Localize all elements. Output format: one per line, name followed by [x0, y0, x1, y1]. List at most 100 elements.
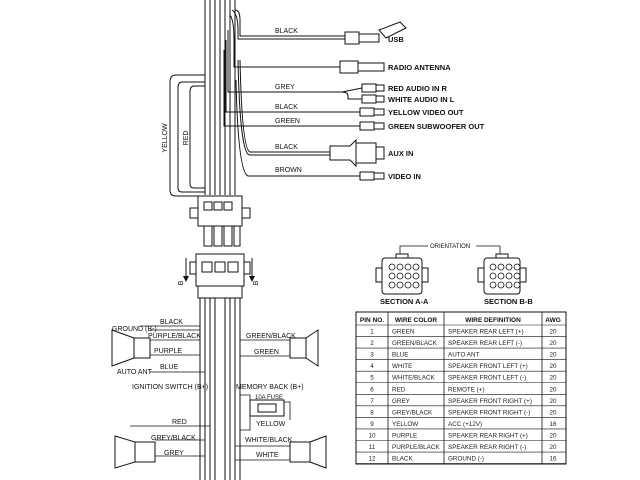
- pin-table-cell-wire-definition: SPEAKER FRONT LEFT (-): [448, 375, 526, 382]
- pin-table-cell-wire-definition: SPEAKER REAR RIGHT (-): [448, 444, 526, 451]
- pin-table-cell-wire-color: GREEN/BLACK: [392, 340, 438, 347]
- pin-table-cell-pin-number: 6: [370, 386, 374, 393]
- device-label-audio-r: RED AUDIO IN R: [388, 84, 447, 93]
- pin-table-cell-wire-definition: AUTO ANT: [448, 352, 480, 359]
- harness-connector-bottom: [189, 253, 251, 299]
- section-b-label: SECTION B-B: [484, 297, 533, 306]
- section-b-pin: [513, 281, 521, 289]
- device-label-audio-l: WHITE AUDIO IN L: [388, 95, 455, 104]
- auto-ant-label: AUTO ANT: [117, 369, 153, 376]
- speaker-rear-left: [114, 435, 156, 469]
- pin-table-cell-awg: 20: [549, 444, 557, 451]
- section-a-pin: [396, 272, 404, 280]
- section-b-arrow-right: [249, 258, 255, 282]
- section-a-pin: [388, 263, 396, 271]
- wire-label-video-in: BROWN: [275, 167, 302, 174]
- section-b-pin: [505, 272, 513, 280]
- wire-label-purple-black: PURPLE/BLACK: [148, 333, 201, 340]
- pin-table: PIN NO. WIRE COLOR WIRE DEFINITION AWG 1…: [355, 311, 567, 465]
- pin-table-cell-wire-color: WHITE/BLACK: [392, 375, 435, 382]
- rca-plug-white: [361, 94, 385, 104]
- pin-table-cell-pin-number: 3: [370, 352, 374, 359]
- pin-table-cell-awg: 20: [549, 409, 557, 416]
- device-label-aux: AUX IN: [388, 149, 413, 158]
- section-b-label-right: B: [253, 280, 260, 285]
- wire-label-aux: BLACK: [275, 144, 298, 151]
- pin-table-cell-pin-number: 4: [370, 363, 374, 370]
- ground-label: GROUND (B-): [112, 326, 157, 333]
- harness-label-yellow: YELLOW: [162, 123, 169, 153]
- branch-wires: [223, 9, 363, 177]
- wire-label-usb: BLACK: [275, 28, 298, 35]
- wire-label-video-out: BLACK: [275, 104, 298, 111]
- device-label-usb: USB: [388, 35, 404, 44]
- pin-table-header-pin: PIN NO.: [360, 317, 384, 324]
- section-a-pin: [388, 281, 396, 289]
- pin-table-header-definition: WIRE DEFINITION: [465, 317, 521, 324]
- pin-table-cell-wire-color: BLACK: [392, 456, 413, 463]
- pin-table-cell-pin-number: 11: [369, 444, 376, 451]
- speaker-front-right: [289, 329, 319, 367]
- section-b-pin: [505, 263, 513, 271]
- section-b-pin: [497, 263, 505, 271]
- device-label-video-out: YELLOW VIDEO OUT: [388, 108, 464, 117]
- wire-bundle: [169, 0, 236, 197]
- section-a-pin: [404, 272, 412, 280]
- section-b-pin: [497, 272, 505, 280]
- section-b-arrow-left: [183, 258, 189, 282]
- device-label-subwoofer: GREEN SUBWOOFER OUT: [388, 122, 485, 131]
- pin-table-header-color: WIRE COLOR: [395, 317, 438, 324]
- wire-label-grey-black: GREY/BLACK: [151, 435, 196, 442]
- pin-table-cell-pin-number: 2: [370, 340, 374, 347]
- rca-plug-yellow: [359, 107, 385, 117]
- harness-label-red: RED: [183, 131, 190, 146]
- lower-wire-bundle: [130, 298, 295, 480]
- section-b-label-left: B: [178, 280, 185, 285]
- pin-table-cell-wire-color: PURPLE: [392, 432, 417, 439]
- section-a-pin: [388, 272, 396, 280]
- wire-label-white: WHITE: [256, 452, 279, 459]
- device-label-video-in: VIDEO IN: [388, 172, 421, 181]
- wire-label-audio: GREY: [275, 84, 295, 91]
- pin-table-cell-wire-definition: SPEAKER REAR LEFT (+): [448, 329, 524, 336]
- fuse-label: 10A FUSE: [255, 395, 283, 401]
- pin-table-cell-wire-color: WHITE: [392, 363, 412, 370]
- harness-connector-top: [189, 195, 251, 247]
- fuse-holder: [249, 399, 285, 417]
- wire-label-grey: GREY: [164, 450, 184, 457]
- pin-table-cell-awg: 20: [549, 363, 557, 370]
- pin-table-cell-wire-definition: SPEAKER FRONT RIGHT (+): [448, 398, 532, 405]
- wire-label-red-lower: RED: [172, 419, 187, 426]
- section-a-pin: [412, 272, 420, 280]
- antenna-plug: [339, 60, 385, 74]
- pin-table-cell-awg: 20: [549, 398, 557, 405]
- device-label-antenna: RADIO ANTENNA: [388, 63, 451, 72]
- pin-table-cell-wire-definition: REMOTE (+): [448, 386, 485, 393]
- section-a-label: SECTION A-A: [380, 297, 429, 306]
- section-b-pin: [497, 281, 505, 289]
- pin-table-header-awg: AWG: [545, 317, 561, 324]
- connector-pin-grid: [388, 263, 521, 289]
- section-b-pin: [513, 263, 521, 271]
- wire-label-blue: BLUE: [160, 364, 179, 371]
- pin-table-cell-pin-number: 8: [370, 409, 374, 416]
- pin-table-cell-wire-definition: SPEAKER FRONT LEFT (+): [448, 363, 528, 370]
- pin-table-cell-pin-number: 10: [368, 432, 376, 439]
- section-a-pin: [396, 281, 404, 289]
- pin-table-cell-awg: 20: [549, 352, 557, 359]
- usb-plug: [344, 21, 407, 45]
- pin-table-cell-wire-color: GREY: [392, 398, 411, 405]
- section-b-pin: [513, 272, 521, 280]
- wire-label-black: BLACK: [160, 319, 183, 326]
- orientation-label: ORIENTATION: [430, 244, 470, 250]
- speaker-rear-right: [289, 435, 327, 469]
- rca-plug-video-in: [359, 171, 385, 181]
- pin-table-cell-awg: 16: [549, 456, 557, 463]
- aux-jack: [329, 138, 385, 168]
- rca-plug-green: [359, 121, 385, 131]
- pin-table-cell-wire-color: PURPLE/BLACK: [392, 444, 440, 451]
- wire-label-green: GREEN: [254, 349, 279, 356]
- memory-back-label: MEMORY BACK (B+): [236, 384, 304, 391]
- pin-table-cell-pin-number: 7: [370, 398, 374, 405]
- pin-table-cell-pin-number: 12: [368, 456, 376, 463]
